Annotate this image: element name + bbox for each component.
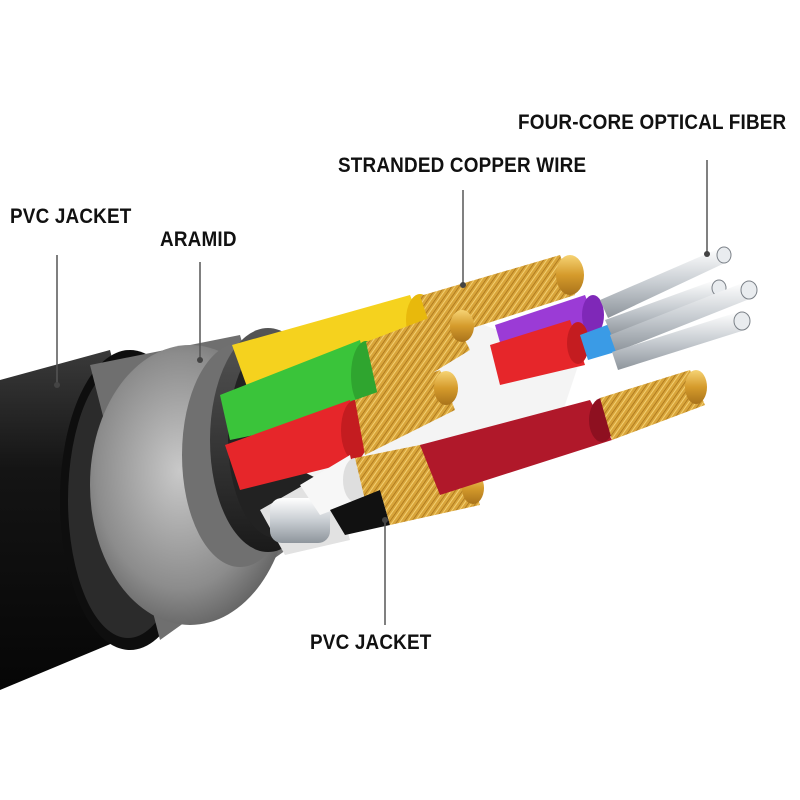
wire-red <box>225 370 458 490</box>
wire-darkred <box>420 370 707 495</box>
label-pvc-jacket-inner: PVC JACKET <box>310 631 432 654</box>
label-stranded-copper-wire: STRANDED COPPER WIRE <box>338 154 587 177</box>
leader-dots <box>54 251 710 523</box>
label-pvc-jacket-outer: PVC JACKET <box>10 205 132 228</box>
label-aramid: ARAMID <box>160 228 237 251</box>
label-four-core-optical-fiber: FOUR-CORE OPTICAL FIBER <box>518 111 787 134</box>
leader-lines <box>56 160 708 625</box>
wire-red-small <box>490 320 589 385</box>
optical-fibers <box>600 246 758 370</box>
